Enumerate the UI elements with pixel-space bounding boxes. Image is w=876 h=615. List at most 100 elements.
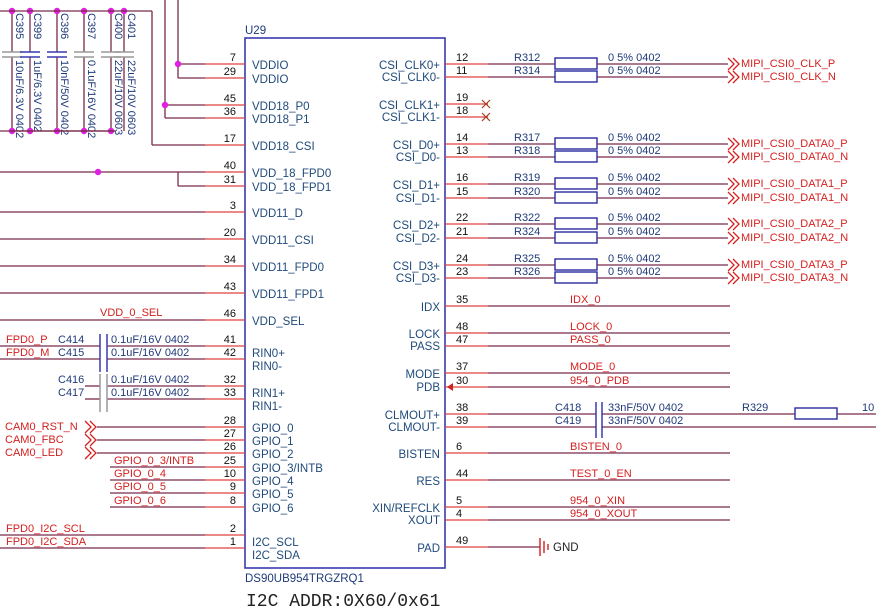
gpio-net[interactable]: CAM0_FBC [5,433,205,447]
series-resistor[interactable] [554,217,598,230]
pin-name: VDD11_CSI [252,235,314,247]
cap-ref: C417 [58,387,84,399]
offpage-connector-icon [727,177,740,191]
series-resistor[interactable] [554,258,598,271]
net-label: MIPI_CSI0_CLK_P [741,58,835,70]
i2c-net[interactable]: FPD0_I2C_SCL [0,523,205,536]
pin-number: 41 [224,334,236,346]
offpage-connector-icon [727,57,740,71]
gpio-net[interactable]: GPIO_0_6 [110,495,205,508]
pin-number: 36 [224,106,236,118]
series-resistor[interactable] [554,191,598,204]
pin-number: 24 [456,253,468,265]
cap-value: 0.1uF/16V 0402 [111,374,189,386]
series-resistor[interactable] [554,57,598,70]
pin-name: CSI_D1- [396,193,440,205]
resistor-ref: R318 [514,145,540,157]
gpio-net[interactable]: GPIO_0_3/INTB [110,455,205,468]
gpio-net[interactable]: CAM0_RST_N [5,420,205,434]
junction-dot-icon [94,168,102,176]
pin-number: 46 [224,308,236,320]
pin-name: CSI_D2+ [393,220,440,232]
series-resistor[interactable] [554,271,598,284]
gpio-net[interactable]: GPIO_0_4 [110,468,205,481]
series-resistor[interactable] [554,137,598,150]
i2c-net[interactable]: FPD0_I2C_SDA [0,536,205,549]
series-resistor[interactable] [554,150,598,163]
resistor-value: 10 [862,402,874,414]
net-label: TEST_0_EN [570,468,632,480]
pin-number: 14 [456,132,468,144]
gpio-net[interactable]: GPIO_0_5 [110,481,205,494]
series-resistor[interactable] [554,231,598,244]
no-connect-icon [481,99,491,109]
clmout-resistor[interactable] [794,407,838,420]
series-resistor[interactable] [554,70,598,83]
net-label: MIPI_CSI0_DATA3_P [741,259,848,271]
gpio-net[interactable]: CAM0_LED [5,446,205,460]
series-resistor[interactable] [554,177,598,190]
